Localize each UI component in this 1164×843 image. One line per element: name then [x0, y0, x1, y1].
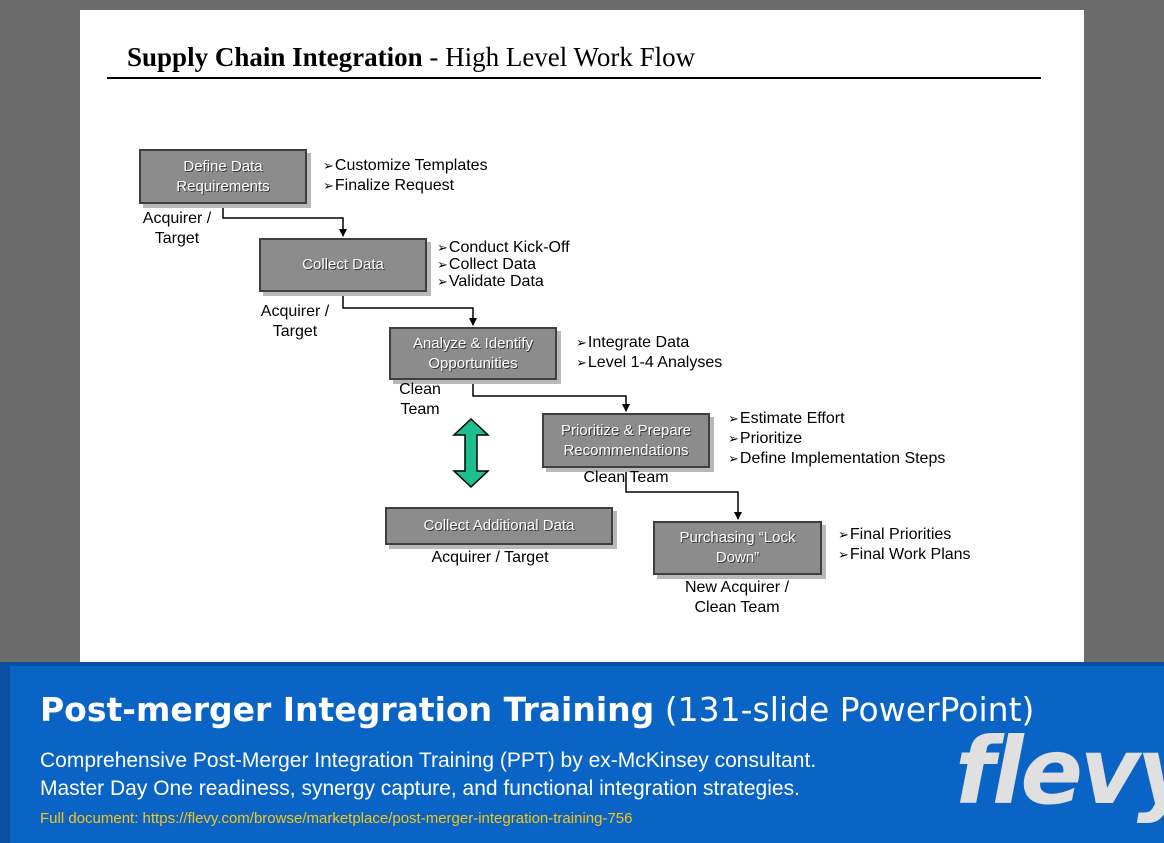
bullet-text: Collect Data	[448, 256, 537, 273]
slide-title-rest: - High Level Work Flow	[422, 42, 696, 72]
bullet-text: Conduct Kick-Off	[448, 239, 570, 256]
step-4-bullets: ➢Estimate Effort ➢Prioritize ➢Define Imp…	[728, 409, 945, 469]
connector-2-to-3	[342, 294, 477, 326]
step-1-line-2: Requirements	[176, 177, 270, 195]
bullet-item: ➢Collect Data	[437, 256, 570, 273]
banner-desc-line-2: Master Day One readiness, synergy captur…	[40, 777, 800, 800]
connector-1-to-2	[222, 206, 347, 237]
bullet-item: ➢Conduct Kick-Off	[437, 239, 570, 256]
bullet-arrow-icon: ➢	[323, 178, 334, 193]
bullet-arrow-icon: ➢	[838, 547, 849, 562]
slide-title-bold: Supply Chain Integration	[127, 42, 423, 72]
owner-line: Acquirer /	[260, 303, 330, 320]
slide-title: Supply Chain Integration - High Level Wo…	[127, 42, 695, 73]
bullet-arrow-icon: ➢	[323, 158, 334, 173]
banner-left-edge	[0, 666, 10, 843]
banner-title-bold: Post-merger Integration Training	[40, 690, 655, 729]
bullet-arrow-icon: ➢	[437, 257, 448, 272]
connector-3-to-4	[472, 382, 630, 412]
owner-line: Clean	[399, 381, 441, 398]
bullet-text: Integrate Data	[587, 334, 690, 351]
promo-banner	[0, 662, 1164, 843]
bullet-item: ➢Finalize Request	[323, 176, 488, 196]
bullet-arrow-icon: ➢	[437, 274, 448, 289]
bullet-arrow-icon: ➢	[728, 451, 739, 466]
bullet-text: Final Work Plans	[849, 546, 971, 563]
step-5-line-2: Down”	[715, 549, 760, 566]
step-4-owner: Clean Team	[576, 468, 676, 488]
banner-title-light: (131-slide PowerPoint)	[654, 690, 1035, 729]
owner-line: Target	[272, 323, 318, 340]
bullet-arrow-icon: ➢	[576, 355, 587, 370]
bullet-item: ➢Final Priorities	[838, 525, 971, 545]
side-step-label: Collect Additional Data	[423, 517, 575, 534]
step-2-line-1: Collect Data	[302, 256, 384, 273]
bullet-text: Level 1-4 Analyses	[587, 354, 723, 371]
bullet-item: ➢Final Work Plans	[838, 545, 971, 565]
bullet-arrow-icon: ➢	[576, 335, 587, 350]
flevy-logo: flevy	[955, 718, 1164, 825]
banner-top-border	[0, 662, 1164, 666]
owner-line: Acquirer /	[142, 210, 212, 227]
bullet-text: Finalize Request	[334, 177, 455, 194]
step-3-bullets: ➢Integrate Data ➢Level 1-4 Analyses	[576, 333, 722, 373]
workflow-connectors	[222, 206, 742, 520]
banner-document-link[interactable]: Full document: https://flevy.com/browse/…	[40, 810, 633, 827]
bullet-item: ➢Customize Templates	[323, 156, 488, 176]
bullet-text: Define Implementation Steps	[739, 450, 946, 467]
step-collect-additional-data: Collect Additional Data	[385, 507, 613, 545]
bullet-text: Final Priorities	[849, 526, 952, 543]
bullet-arrow-icon: ➢	[728, 431, 739, 446]
step-5-owner: New Acquirer / Clean Team	[667, 578, 807, 618]
owner-line: New Acquirer /	[684, 579, 790, 596]
double-arrow-icon	[452, 417, 490, 489]
bullet-arrow-icon: ➢	[838, 527, 849, 542]
bullet-item: ➢Estimate Effort	[728, 409, 945, 429]
step-1-bullets: ➢Customize Templates ➢Finalize Request	[323, 156, 488, 196]
step-4-line-1: Prioritize & Prepare	[560, 421, 692, 439]
owner-line: Target	[154, 230, 200, 247]
title-divider	[107, 77, 1041, 79]
bullet-text: Estimate Effort	[739, 410, 845, 427]
step-3-owner: Clean Team	[385, 380, 455, 420]
bullet-item: ➢Define Implementation Steps	[728, 449, 945, 469]
step-collect-data: Collect Data	[259, 238, 427, 292]
bullet-item: ➢Integrate Data	[576, 333, 722, 353]
side-step-owner: Acquirer / Target	[410, 548, 570, 568]
step-5-line-1: Purchasing “Lock	[679, 529, 796, 546]
step-2-bullets: ➢Conduct Kick-Off ➢Collect Data ➢Validat…	[437, 239, 570, 290]
bullet-text: Prioritize	[739, 430, 803, 447]
step-3-line-1: Analyze & Identify	[412, 334, 534, 352]
step-5-bullets: ➢Final Priorities ➢Final Work Plans	[838, 525, 971, 565]
step-1-owner: Acquirer / Target	[132, 209, 222, 249]
slide: Supply Chain Integration - High Level Wo…	[80, 10, 1084, 670]
step-1-line-1: Define Data	[183, 157, 263, 175]
step-2-owner: Acquirer / Target	[250, 302, 340, 342]
bullet-text: Customize Templates	[334, 157, 488, 174]
bullet-arrow-icon: ➢	[728, 411, 739, 426]
owner-line: Acquirer / Target	[431, 549, 549, 566]
banner-desc-line-1: Comprehensive Post-Merger Integration Tr…	[40, 749, 817, 772]
step-4-line-2: Recommendations	[563, 441, 689, 459]
bullet-text: Validate Data	[448, 273, 544, 290]
step-3-line-2: Opportunities	[428, 354, 518, 372]
banner-description: Comprehensive Post-Merger Integration Tr…	[40, 747, 816, 803]
bullet-item: ➢Validate Data	[437, 273, 570, 290]
owner-line: Clean Team	[583, 469, 669, 486]
bullet-arrow-icon: ➢	[437, 240, 448, 255]
banner-title: Post-merger Integration Training (131-sl…	[40, 690, 1034, 729]
bullet-item: ➢Level 1-4 Analyses	[576, 353, 722, 373]
owner-line: Clean Team	[694, 599, 780, 616]
bullet-item: ➢Prioritize	[728, 429, 945, 449]
owner-line: Team	[400, 401, 440, 418]
connector-4-to-5	[625, 470, 742, 520]
